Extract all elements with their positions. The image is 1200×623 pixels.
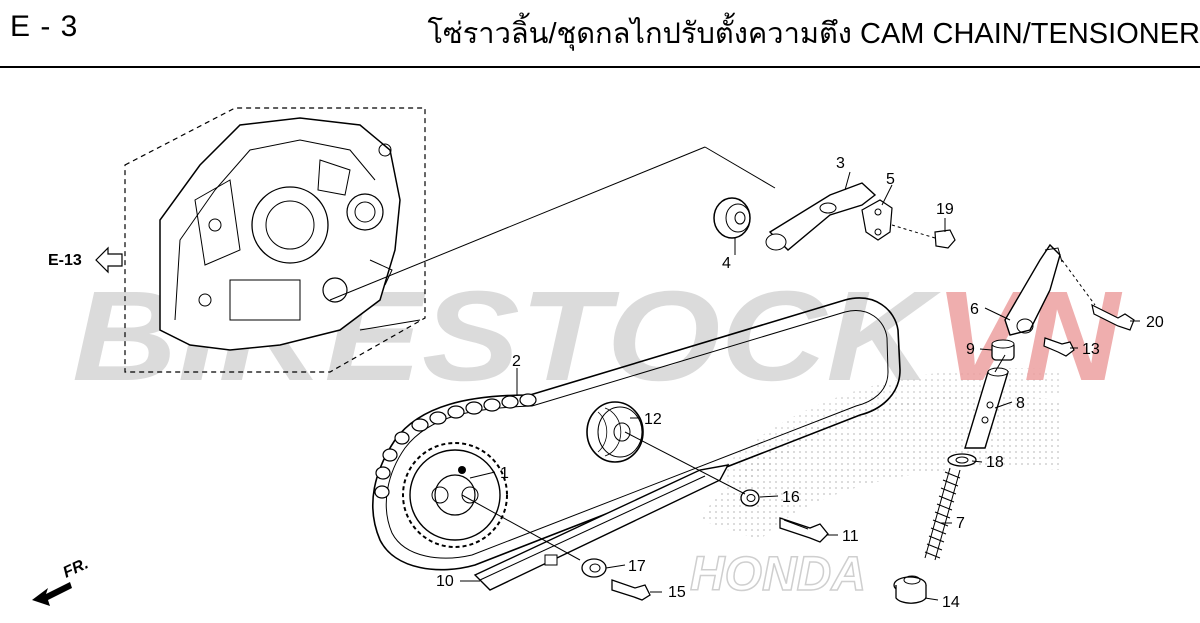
callout-leaders xyxy=(460,171,1140,601)
part-label-7: 7 xyxy=(956,515,965,532)
part-label-1: 1 xyxy=(500,465,509,482)
part-label-9: 9 xyxy=(966,341,975,358)
assembly-lines xyxy=(461,354,1006,561)
part-label-16: 16 xyxy=(782,489,800,506)
bolt-15 xyxy=(611,579,651,601)
sealing-plug xyxy=(893,575,927,604)
part-label-13: 13 xyxy=(1082,341,1100,358)
page-title: โซ่ราวลิ้น/ชุดกลไกปรับตั้งความตึง CAM CH… xyxy=(427,18,1200,50)
part-label-12: 12 xyxy=(644,411,662,428)
part-label-10: 10 xyxy=(436,573,454,590)
honda-wordmark: HONDA xyxy=(690,548,866,601)
inset-leader-lines xyxy=(329,146,776,331)
part-label-4: 4 xyxy=(722,255,731,272)
part-label-11: 11 xyxy=(842,528,859,545)
front-direction-label: FR. xyxy=(61,555,92,581)
part-label-19: 19 xyxy=(936,201,954,218)
cap xyxy=(991,339,1015,361)
page-header: E - 3 โซ่ราวลิ้น/ชุดกลไกปรับตั้งความตึง … xyxy=(0,0,1200,68)
part-labels: 1 2 3 4 5 6 7 8 9 10 11 12 13 14 15 16 1… xyxy=(436,155,1164,611)
part-label-3: 3 xyxy=(836,155,845,172)
washer-16 xyxy=(740,489,760,507)
front-direction-indicator: FR. xyxy=(32,555,91,606)
page-code: E - 3 xyxy=(10,10,79,43)
part-label-17: 17 xyxy=(628,558,646,575)
part-label-8: 8 xyxy=(1016,395,1025,412)
reference-arrow-icon xyxy=(95,246,123,274)
part-label-5: 5 xyxy=(886,171,895,188)
part-label-18: 18 xyxy=(986,454,1004,471)
crankcase-inset xyxy=(124,107,426,373)
tensioner-shaft xyxy=(964,367,1009,449)
cam-sprocket xyxy=(402,442,508,548)
tensioner-spring xyxy=(924,467,961,561)
gasket xyxy=(861,199,893,241)
part-label-20: 20 xyxy=(1146,314,1164,331)
part-label-15: 15 xyxy=(668,584,686,601)
part-label-14: 14 xyxy=(942,594,960,611)
washer-18 xyxy=(947,453,977,467)
tensioner-roller xyxy=(586,401,644,463)
part-label-2: 2 xyxy=(512,353,521,370)
part-label-6: 6 xyxy=(970,301,979,318)
chain-guide xyxy=(473,464,730,591)
tensioner-lifter xyxy=(1004,243,1063,336)
bolt-13 xyxy=(1043,337,1075,357)
bolt-19 xyxy=(891,224,956,249)
washer-17 xyxy=(581,558,607,578)
plate xyxy=(765,182,877,251)
chain-links xyxy=(374,393,537,499)
seal xyxy=(713,197,751,239)
bolt-11 xyxy=(779,517,829,543)
reference-label: E-13 xyxy=(48,252,82,269)
header-rule xyxy=(0,66,1200,68)
reference-arrow[interactable]: E-13 xyxy=(48,246,123,274)
bolt-20 xyxy=(1061,259,1135,331)
